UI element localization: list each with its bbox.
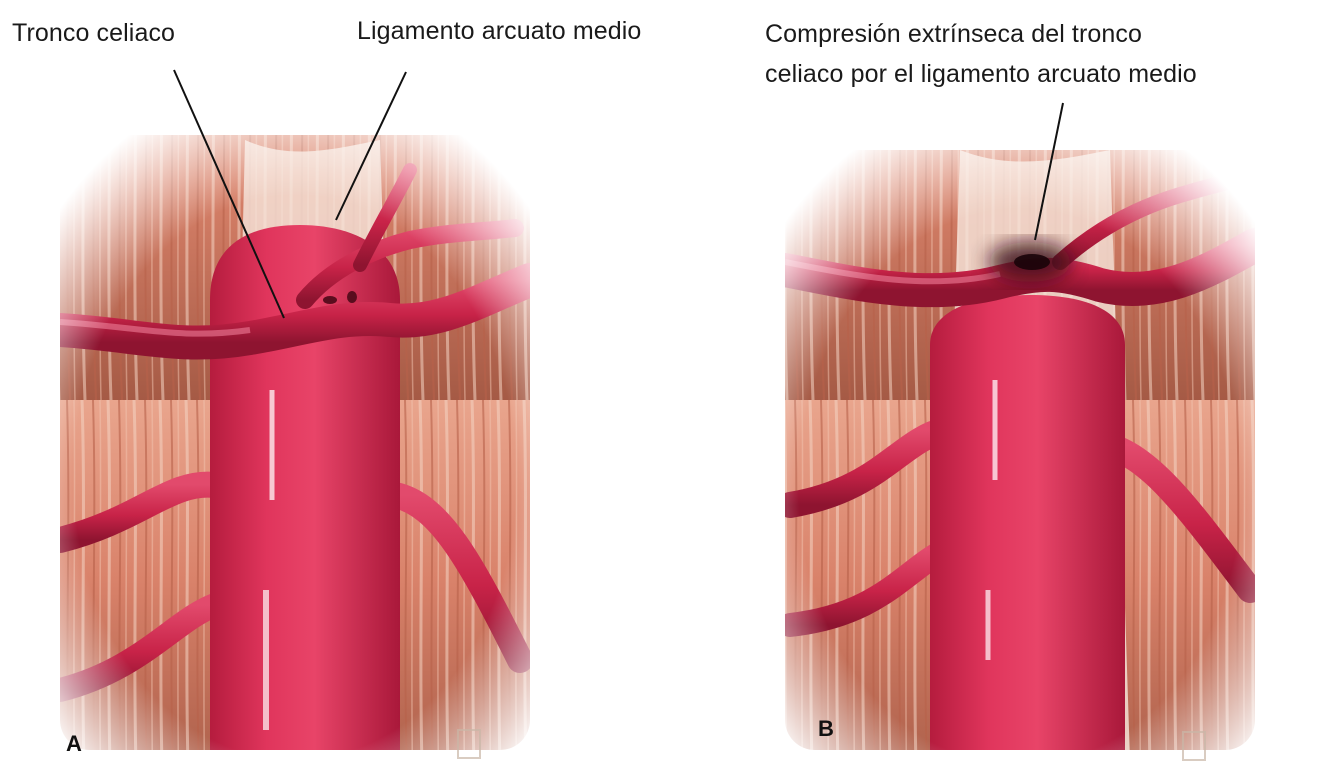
label-celiac-trunk: Tronco celiaco [12,16,175,50]
label-compression-line2: celiaco por el ligamento arcuato medio [765,57,1197,91]
label-compression-line1: Compresión extrínseca del tronco [765,17,1142,51]
panel-b-letter: B [818,716,834,742]
label-median-arcuate-ligament: Ligamento arcuato medio [357,14,641,48]
panel-a-letter: A [66,731,82,757]
